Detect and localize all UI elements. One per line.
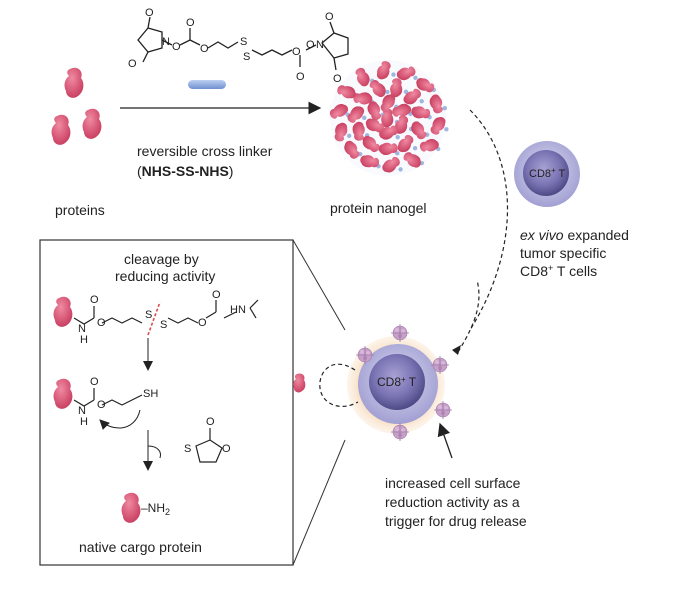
cyclic-byproduct <box>195 428 223 463</box>
svg-text:O: O <box>292 46 301 58</box>
thiol-structure <box>73 388 143 407</box>
cyclic-atoms: O S O <box>184 416 231 455</box>
svg-text:O: O <box>90 294 99 306</box>
svg-text:O: O <box>306 39 315 51</box>
conjugate-atoms: O N H O S S O O HN <box>78 289 246 346</box>
product-label: native cargo protein <box>79 539 202 555</box>
protein-icon <box>51 114 71 145</box>
cleavage-mark <box>147 301 161 336</box>
svg-text:SH: SH <box>143 388 158 400</box>
small-cell-label: CD8+ T <box>529 166 566 180</box>
protein-icon <box>53 378 73 409</box>
svg-text:O: O <box>222 443 231 455</box>
zoom-line-bottom <box>292 439 346 566</box>
svg-text:O: O <box>97 317 106 329</box>
amine-label: –NH2 <box>141 501 170 517</box>
release-arrow <box>319 363 359 407</box>
svg-text:N: N <box>78 405 86 417</box>
protein-icon <box>121 492 141 523</box>
surface-arrow <box>437 422 453 459</box>
linker-dot <box>385 89 390 95</box>
svg-text:O: O <box>128 58 137 70</box>
svg-text:O: O <box>206 416 215 428</box>
linker-dot <box>412 146 418 151</box>
svg-text:O: O <box>97 399 106 411</box>
protein-icon <box>64 67 84 98</box>
nanogel-label: protein nanogel <box>330 200 427 216</box>
free-proteins <box>51 67 102 145</box>
surface-caption-line2: reduction activity as a <box>385 494 520 510</box>
ex-vivo-tcell: CD8+ T <box>514 141 580 207</box>
linker-atom-labels: O O N O O O S S O O O N O O <box>128 7 342 85</box>
protein-icon <box>53 296 73 327</box>
svg-text:S: S <box>240 36 247 48</box>
svg-text:S: S <box>145 309 152 321</box>
svg-text:O: O <box>325 11 334 23</box>
surface-caption-line3: trigger for drug release <box>385 513 527 529</box>
svg-text:H: H <box>80 416 88 428</box>
linker-dot <box>398 167 403 172</box>
mechanism-title-line1: cleavage by <box>124 251 199 267</box>
tcell-caption-line2: tumor specific <box>520 245 606 261</box>
svg-text:O: O <box>90 376 99 388</box>
conjugate-structure <box>73 299 259 325</box>
svg-text:S: S <box>160 319 167 331</box>
linker-capsule-icon <box>188 80 226 89</box>
svg-text:O: O <box>200 43 209 55</box>
linker-caption-line1: reversible cross linker <box>137 143 273 159</box>
linker-dot <box>403 89 409 95</box>
linker-dot <box>395 134 400 140</box>
svg-text:N: N <box>316 39 324 51</box>
nanogel-to-cell-arrow <box>469 109 509 331</box>
svg-text:O: O <box>212 289 221 301</box>
zoom-line-top <box>292 239 346 331</box>
linker-dot <box>346 133 352 139</box>
nhs-ss-nhs-structure <box>137 16 349 71</box>
loaded-cell-label: CD8+ T <box>377 375 417 389</box>
linker-dot <box>419 99 424 104</box>
svg-text:N: N <box>162 36 170 48</box>
protein-icon <box>82 108 102 139</box>
svg-text:H: H <box>80 334 88 346</box>
protein-nanogel <box>327 59 449 176</box>
svg-text:O: O <box>296 71 305 83</box>
thiol-atoms: O N H O SH <box>78 376 158 428</box>
mechanism-title-line2: reducing activity <box>115 268 215 284</box>
svg-text:O: O <box>145 7 154 19</box>
svg-text:O: O <box>172 41 181 53</box>
svg-text:O: O <box>198 317 207 329</box>
linker-dot <box>395 151 400 156</box>
cyclization-arrow <box>99 409 141 430</box>
linker-dot <box>444 127 449 132</box>
linker-dot <box>391 72 396 77</box>
svg-text:O: O <box>186 17 195 29</box>
linker-dot <box>413 75 418 81</box>
linker-caption-line2: (NHS-SS-NHS) <box>137 163 233 179</box>
mechanism-box <box>39 239 294 566</box>
loaded-tcell: CD8+ T <box>347 323 453 442</box>
svg-text:S: S <box>184 443 191 455</box>
svg-text:HN: HN <box>230 304 246 316</box>
svg-text:N: N <box>78 323 86 335</box>
surface-caption-line1: increased cell surface <box>385 475 521 491</box>
tcell-caption-line3: CD8+ T cells <box>520 263 597 279</box>
released-protein-icon <box>293 373 306 393</box>
linker-dot <box>442 105 448 111</box>
linker-dot <box>362 115 367 121</box>
tcell-caption-line1: ex vivo expanded <box>520 227 629 243</box>
proteins-label: proteins <box>55 202 105 218</box>
svg-text:S: S <box>243 51 250 63</box>
svg-text:O: O <box>333 73 342 85</box>
